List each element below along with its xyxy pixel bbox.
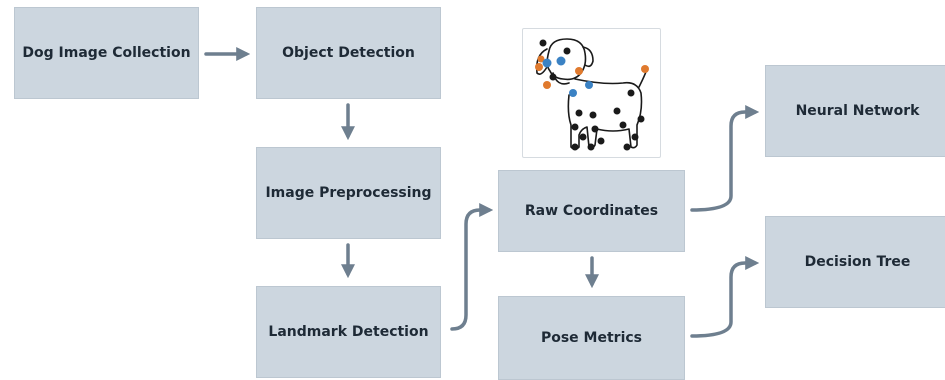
node-image-preprocessing[interactable]: Image Preprocessing: [256, 147, 441, 239]
node-label: Object Detection: [282, 45, 415, 61]
node-label: Neural Network: [795, 103, 920, 119]
arrow-landmark-to-raw: [450, 203, 494, 331]
node-label: Decision Tree: [804, 254, 911, 270]
node-label: Dog Image Collection: [22, 45, 191, 61]
arrow-raw-to-neural: [690, 105, 760, 212]
node-pose-metrics[interactable]: Pose Metrics: [498, 296, 685, 380]
node-decision-tree[interactable]: Decision Tree: [765, 216, 945, 308]
arrow-pose-to-tree: [690, 256, 760, 338]
dog-landmark-icon: [535, 38, 649, 151]
node-label: Raw Coordinates: [524, 203, 659, 219]
node-raw-coordinates[interactable]: Raw Coordinates: [498, 170, 685, 252]
dog-landmark-illustration: [522, 28, 661, 158]
node-object-detection[interactable]: Object Detection: [256, 7, 441, 99]
node-label: Landmark Detection: [268, 324, 429, 340]
node-dog-image-collection[interactable]: Dog Image Collection: [14, 7, 199, 99]
node-label: Image Preprocessing: [265, 185, 432, 201]
node-landmark-detection[interactable]: Landmark Detection: [256, 286, 441, 378]
node-label: Pose Metrics: [540, 330, 643, 346]
node-neural-network[interactable]: Neural Network: [765, 65, 945, 157]
